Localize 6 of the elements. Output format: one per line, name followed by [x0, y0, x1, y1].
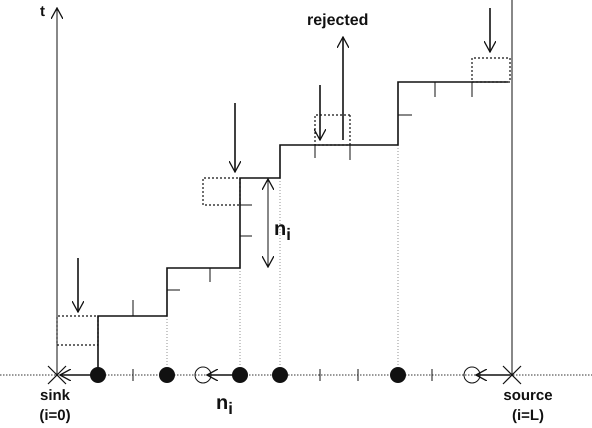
- annotation-label: rejected: [307, 12, 368, 30]
- axis-label: t: [40, 4, 45, 20]
- height-label: n$_{i}$: [216, 392, 233, 418]
- height-label: n$_{i}$: [274, 218, 291, 244]
- sink-label: sink (i=0): [38, 386, 72, 426]
- source-label: source (i=L): [502, 386, 554, 426]
